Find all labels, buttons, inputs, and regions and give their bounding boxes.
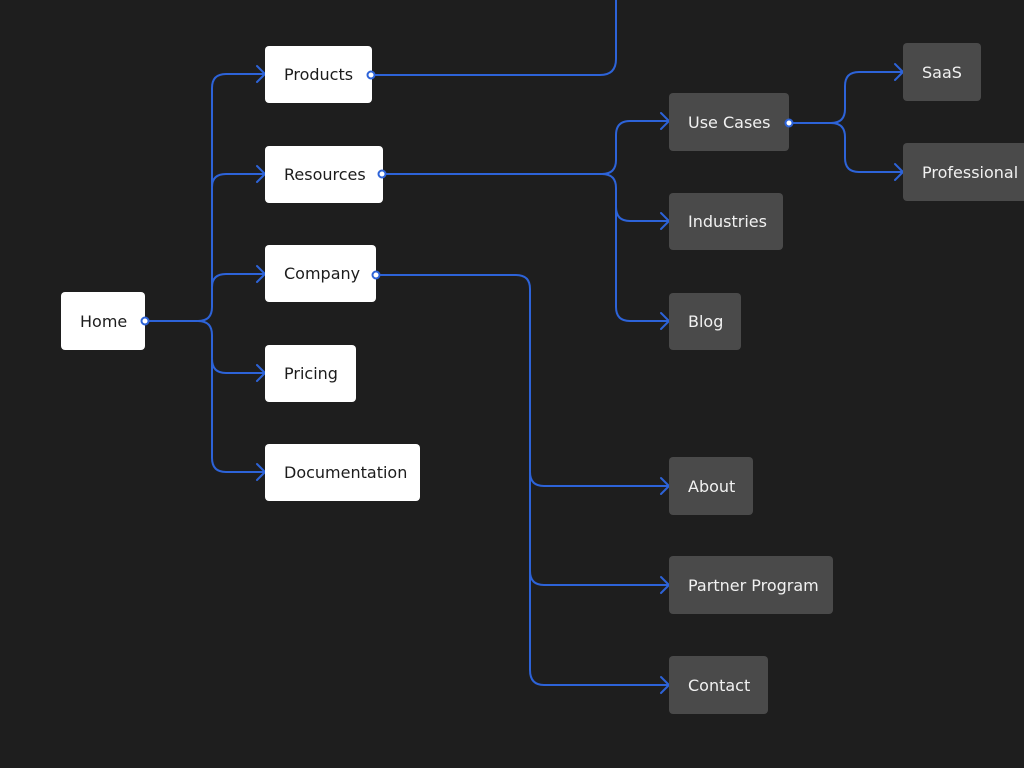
connector-company-about [529, 471, 670, 487]
node-industries[interactable]: Industries [669, 193, 783, 250]
node-label: Professional Services [922, 162, 1024, 182]
node-label: Industries [688, 212, 767, 231]
node-label: About [688, 476, 736, 496]
connector-company-partner [529, 570, 670, 586]
node-label: Use Cases [688, 112, 771, 132]
node-use-cases[interactable]: Use Cases [669, 93, 789, 151]
node-label: Documentation [284, 463, 408, 482]
connector-resources-children [381, 120, 670, 175]
node-label: Pricing [284, 364, 338, 383]
connector-home-pricing-branch [211, 358, 266, 374]
node-documentation[interactable]: Documentation [265, 444, 420, 501]
node-label: Company [284, 264, 361, 283]
node-label: Home [80, 311, 128, 331]
node-label: Products [284, 65, 354, 84]
node-label: SaaS [922, 62, 962, 82]
connector-home-company [211, 273, 266, 288]
node-blog[interactable]: Blog [669, 293, 741, 350]
connector-resources-industries-branch [615, 206, 670, 222]
node-home[interactable]: Home [61, 292, 145, 350]
node-professional-services[interactable]: Professional Services [903, 143, 1024, 201]
node-contact[interactable]: Contact [669, 656, 768, 714]
node-label: Contact [688, 675, 751, 695]
node-about[interactable]: About [669, 457, 753, 515]
connector-home-products [144, 73, 266, 322]
node-partner-program[interactable]: Partner Program [669, 556, 833, 614]
node-company[interactable]: Company [265, 245, 376, 302]
node-pricing[interactable]: Pricing [265, 345, 356, 402]
connector-products-offscreen [371, 0, 617, 76]
node-label: Blog [688, 312, 724, 331]
node-saas[interactable]: SaaS [903, 43, 981, 101]
connector-resources-industries [601, 173, 670, 322]
connector-home-resources [211, 173, 266, 188]
node-label: Resources [284, 165, 366, 184]
connector-company-children [375, 274, 670, 686]
node-products[interactable]: Products [265, 46, 372, 103]
connector-usecases-professional [830, 122, 904, 173]
connector-home-pricing [197, 320, 266, 473]
node-label: Partner Program [688, 575, 819, 595]
node-resources[interactable]: Resources [265, 146, 383, 203]
connector-usecases-saas [788, 71, 904, 124]
